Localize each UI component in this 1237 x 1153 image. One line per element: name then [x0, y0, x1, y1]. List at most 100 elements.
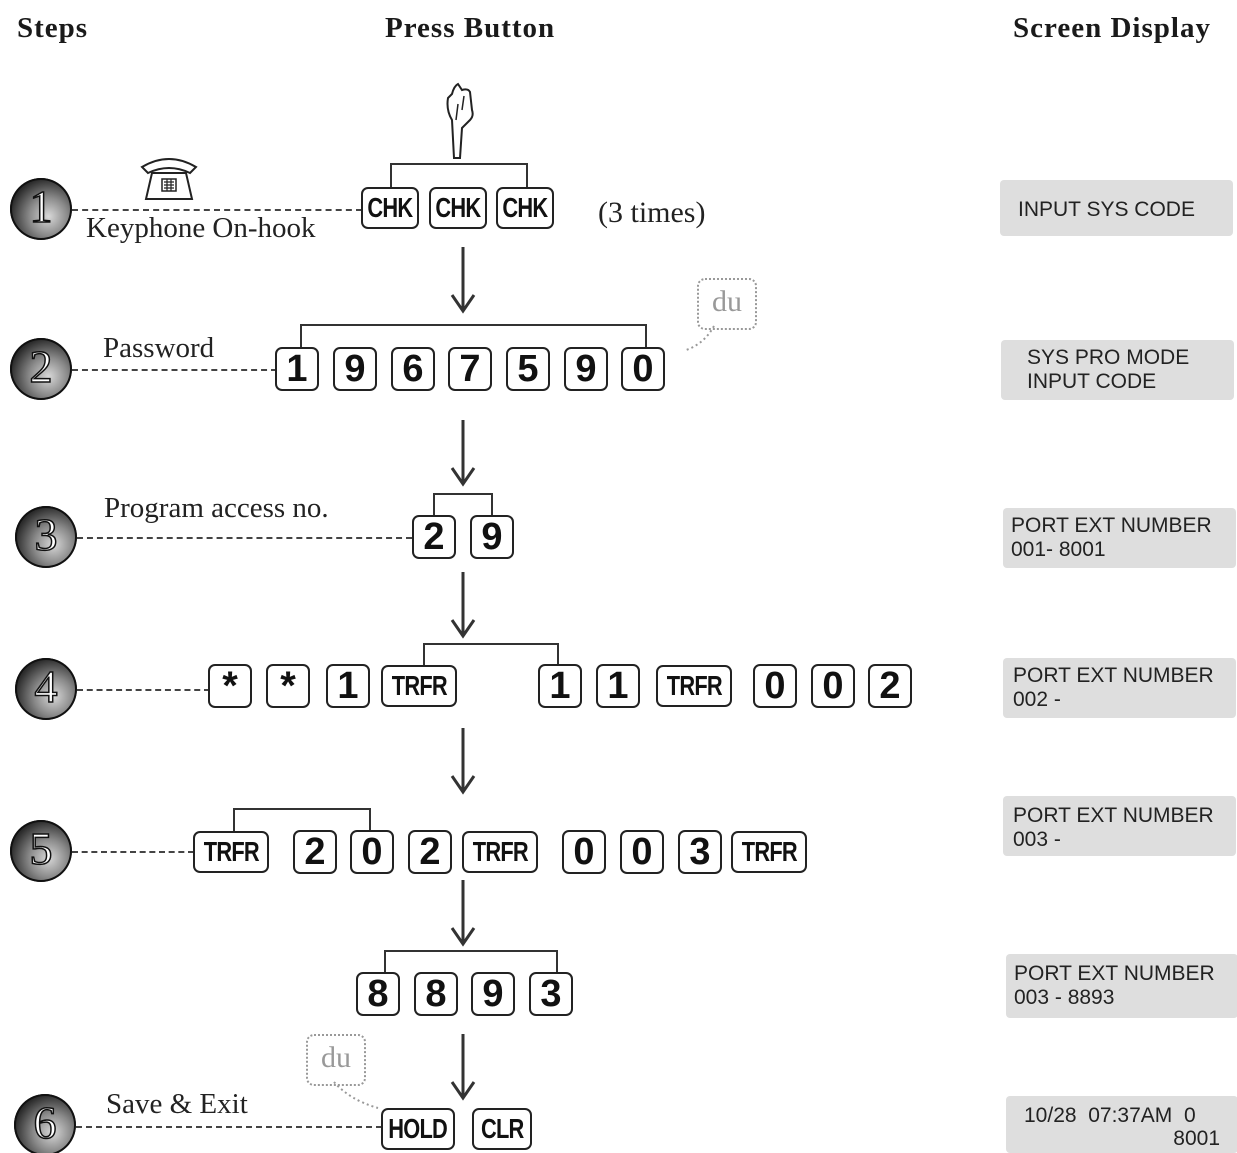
step-1-circle: 1: [10, 178, 72, 240]
key-chk-1[interactable]: CHK: [361, 187, 419, 229]
screen-display-2: SYS PRO MODE INPUT CODE: [1001, 340, 1234, 400]
key-digit[interactable]: 0: [562, 830, 606, 874]
screen-display-substep: PORT EXT NUMBER 003 - 8893: [1006, 954, 1237, 1018]
step-2-circle: 2: [10, 338, 72, 400]
key-digit[interactable]: 2: [412, 515, 456, 559]
key-digit[interactable]: 0: [350, 830, 394, 874]
step-5-number: 5: [29, 823, 54, 874]
screen-display-6: 10/28 07:37AM 0 8001: [1006, 1096, 1237, 1153]
header-steps: Steps: [17, 12, 89, 44]
down-arrow-icon: [450, 247, 476, 314]
du-bubble-2: du: [306, 1034, 366, 1086]
step-3-number: 3: [34, 509, 59, 560]
step-4-circle: 4: [15, 658, 77, 720]
key-trfr[interactable]: TRFR: [193, 831, 269, 873]
step-3-dash-line: [77, 537, 412, 539]
key-trfr[interactable]: TRFR: [381, 665, 457, 707]
key-chk-3[interactable]: CHK: [496, 187, 554, 229]
down-arrow-icon: [450, 728, 476, 795]
key-digit[interactable]: 2: [868, 664, 912, 708]
key-digit[interactable]: 1: [538, 664, 582, 708]
key-star[interactable]: *: [208, 664, 252, 708]
du-bubble-1-tail: [685, 325, 715, 351]
step-4-bracket: [423, 643, 559, 667]
step-6-number: 6: [33, 1097, 58, 1148]
key-digit[interactable]: 9: [333, 347, 377, 391]
step-4-dash-line: [77, 689, 210, 691]
substep-bracket: [384, 950, 558, 974]
screen-4-line-1: PORT EXT NUMBER: [1013, 664, 1214, 687]
step-6-circle: 6: [14, 1094, 76, 1153]
header-press-button: Press Button: [385, 12, 556, 44]
key-hold[interactable]: HOLD: [381, 1108, 455, 1150]
screen-substep-line-2: 003 - 8893: [1014, 986, 1115, 1009]
screen-display-1: INPUT SYS CODE: [1000, 180, 1233, 236]
key-digit[interactable]: 2: [293, 830, 337, 874]
down-arrow-icon: [450, 420, 476, 487]
times-note: (3 times): [598, 196, 706, 229]
key-trfr[interactable]: TRFR: [462, 831, 538, 873]
step-2-label: Password: [103, 332, 215, 364]
key-clr[interactable]: CLR: [472, 1108, 532, 1150]
key-trfr[interactable]: TRFR: [731, 831, 807, 873]
down-arrow-icon: [450, 1034, 476, 1101]
key-digit[interactable]: 9: [470, 515, 514, 559]
screen-substep-line-1: PORT EXT NUMBER: [1014, 962, 1215, 985]
step-5-bracket: [233, 808, 371, 832]
screen-display-4: PORT EXT NUMBER 002 -: [1003, 658, 1236, 718]
step-5-circle: 5: [10, 820, 72, 882]
step-4-number: 4: [34, 661, 59, 712]
step-1-number: 1: [29, 181, 54, 232]
key-digit[interactable]: 3: [678, 830, 722, 874]
step-2-dash-line: [72, 369, 277, 371]
screen-display-5: PORT EXT NUMBER 003 -: [1003, 796, 1236, 856]
key-trfr[interactable]: TRFR: [656, 665, 732, 707]
key-chk-2[interactable]: CHK: [429, 187, 487, 229]
step-1-dash-line: [72, 209, 362, 211]
screen-5-line-1: PORT EXT NUMBER: [1013, 804, 1214, 827]
key-digit[interactable]: 8: [356, 972, 400, 1016]
down-arrow-icon: [450, 572, 476, 639]
step-1-bracket: [390, 163, 528, 189]
key-digit[interactable]: 9: [471, 972, 515, 1016]
key-digit[interactable]: 0: [753, 664, 797, 708]
step-3-circle: 3: [15, 506, 77, 568]
screen-5-line-2: 003 -: [1013, 828, 1061, 851]
screen-3-line-1: PORT EXT NUMBER: [1011, 514, 1212, 537]
step-2-number: 2: [29, 341, 54, 392]
key-digit[interactable]: 0: [620, 830, 664, 874]
step-3-bracket: [433, 493, 493, 517]
screen-2-line-2: INPUT CODE: [1027, 370, 1157, 393]
key-digit[interactable]: 1: [275, 347, 319, 391]
key-digit[interactable]: 2: [408, 830, 452, 874]
key-digit[interactable]: 5: [506, 347, 550, 391]
screen-3-line-2: 001- 8001: [1011, 538, 1106, 561]
step-5-dash-line: [72, 851, 194, 853]
key-digit[interactable]: 9: [564, 347, 608, 391]
step-2-bracket: [300, 324, 647, 348]
screen-6-line-2: 8001: [1173, 1127, 1220, 1150]
du-bubble-2-tail: [333, 1081, 379, 1109]
step-3-label: Program access no.: [104, 492, 329, 524]
key-digit[interactable]: 3: [529, 972, 573, 1016]
screen-4-line-2: 002 -: [1013, 688, 1061, 711]
screen-6-line-1: 10/28 07:37AM 0: [1024, 1104, 1196, 1127]
du-bubble-1: du: [697, 278, 757, 330]
screen-2-line-1: SYS PRO MODE: [1027, 346, 1190, 369]
key-digit[interactable]: 8: [414, 972, 458, 1016]
key-star[interactable]: *: [266, 664, 310, 708]
step-6-label: Save & Exit: [106, 1088, 248, 1120]
key-digit[interactable]: 6: [391, 347, 435, 391]
key-digit[interactable]: 1: [596, 664, 640, 708]
screen-display-3: PORT EXT NUMBER 001- 8001: [1003, 508, 1236, 568]
screen-1-line-1: INPUT SYS CODE: [1018, 198, 1195, 221]
telephone-icon: [140, 158, 198, 200]
key-digit[interactable]: 1: [326, 664, 370, 708]
header-screen-display: Screen Display: [1013, 12, 1211, 44]
key-digit[interactable]: 0: [811, 664, 855, 708]
key-digit[interactable]: 7: [448, 347, 492, 391]
key-digit[interactable]: 0: [621, 347, 665, 391]
down-arrow-icon: [450, 880, 476, 947]
pointing-hand-icon: [446, 82, 474, 159]
